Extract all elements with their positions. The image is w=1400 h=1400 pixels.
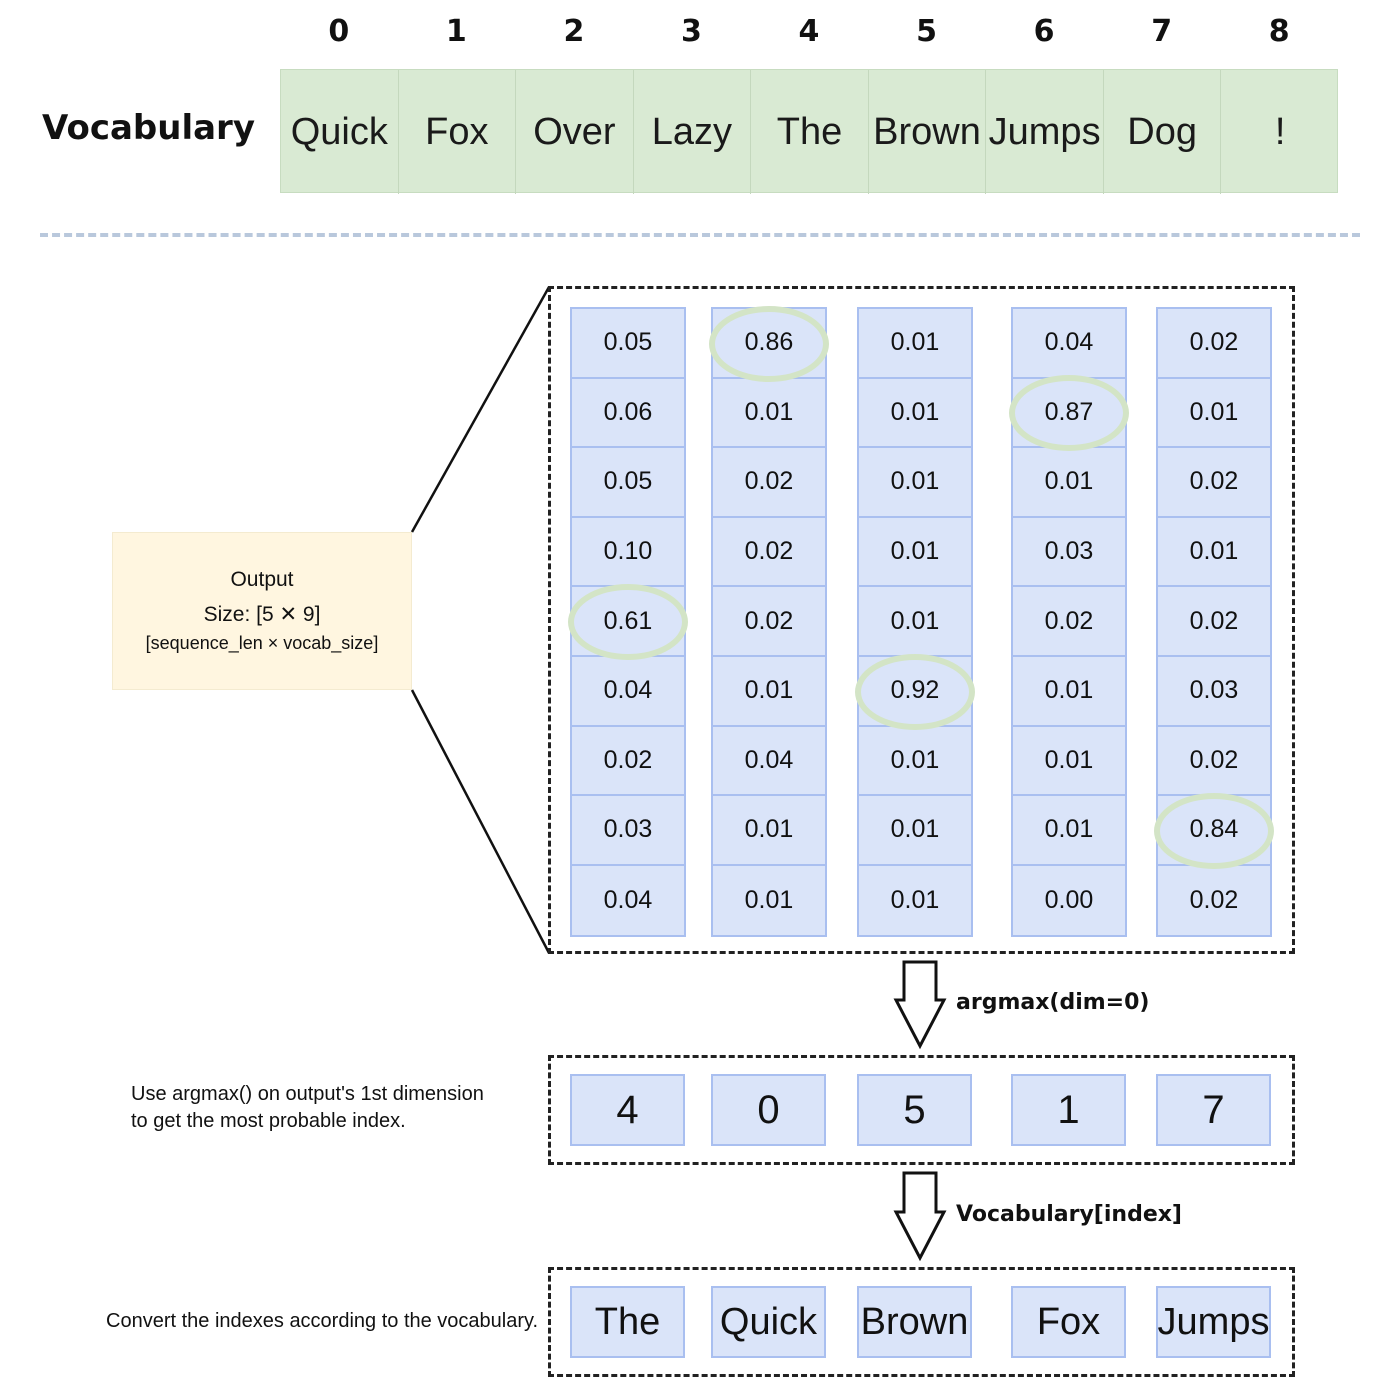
output-box: Output Size: [5 ✕ 9] [sequence_len × voc… bbox=[112, 532, 412, 690]
argmax-index-box: 5 bbox=[857, 1074, 972, 1146]
lookup-result-container bbox=[548, 1267, 1295, 1377]
vocabulary-word: Fox bbox=[399, 70, 517, 194]
probability-matrix-container bbox=[548, 286, 1295, 954]
vocabulary-index: 1 bbox=[445, 14, 467, 49]
matrix-cell: 0.01 bbox=[1013, 796, 1125, 866]
argmax-note: Use argmax() on output's 1st dimension t… bbox=[131, 1081, 484, 1135]
vocabulary-index: 8 bbox=[1268, 14, 1290, 49]
vocabulary-word: Jumps bbox=[986, 70, 1104, 194]
vocabulary-index: 5 bbox=[916, 14, 937, 49]
vocabulary-word: Quick bbox=[281, 70, 399, 194]
matrix-cell: 0.01 bbox=[890, 886, 940, 915]
matrix-cell: 0.02 bbox=[1189, 886, 1239, 915]
matrix-cell: 0.86 bbox=[713, 309, 825, 379]
matrix-cell: 0.01 bbox=[1013, 727, 1125, 797]
matrix-cell: 0.04 bbox=[603, 886, 653, 915]
matrix-cell: 0.01 bbox=[859, 448, 971, 518]
matrix-cell: 0.61 bbox=[572, 587, 684, 657]
matrix-cell: 0.04 bbox=[713, 727, 825, 797]
vocabulary-index: 2 bbox=[563, 14, 585, 49]
matrix-cell: 0.01 bbox=[859, 796, 971, 866]
argmax-index-box: 7 bbox=[1156, 1074, 1271, 1146]
matrix-cell: 0.05 bbox=[572, 309, 684, 379]
matrix-cell: 0.05 bbox=[572, 448, 684, 518]
output-title: Output bbox=[230, 568, 294, 591]
output-shape: [sequence_len × vocab_size] bbox=[145, 633, 379, 653]
argmax-note-line1: Use argmax() on output's 1st dimension bbox=[131, 1083, 484, 1105]
matrix-cell: 0.03 bbox=[1158, 657, 1270, 727]
matrix-cell: 0.02 bbox=[1158, 309, 1270, 379]
matrix-cell: 0.01 bbox=[1158, 379, 1270, 449]
argmax-index-box: 1 bbox=[1011, 1074, 1126, 1146]
predicted-word-box: Quick bbox=[711, 1286, 826, 1358]
vocabulary-word: Lazy bbox=[634, 70, 752, 194]
matrix-cell: 0.01 bbox=[1158, 518, 1270, 588]
output-size: Size: [5 ✕ 9] bbox=[203, 603, 321, 626]
vocabulary-word: The bbox=[751, 70, 869, 194]
matrix-cell: 0.02 bbox=[1013, 587, 1125, 657]
matrix-cell: 0.02 bbox=[1158, 448, 1270, 518]
matrix-cell: 0.92 bbox=[859, 657, 971, 727]
matrix-cell: 0.01 bbox=[859, 518, 971, 588]
predicted-word-box: Brown bbox=[857, 1286, 972, 1358]
matrix-cell: 0.06 bbox=[572, 379, 684, 449]
vocabulary-word: Over bbox=[516, 70, 634, 194]
matrix-cell: 0.87 bbox=[1013, 379, 1125, 449]
matrix-cell: 0.01 bbox=[744, 886, 794, 915]
vocabulary-index: 3 bbox=[680, 14, 702, 49]
argmax-label: argmax(dim=0) bbox=[956, 990, 1150, 1015]
matrix-cell: 0.01 bbox=[713, 379, 825, 449]
matrix-cell: 0.84 bbox=[1158, 796, 1270, 866]
matrix-cell: 0.01 bbox=[1013, 657, 1125, 727]
matrix-cell: 0.10 bbox=[572, 518, 684, 588]
matrix-cell: 0.02 bbox=[1158, 727, 1270, 797]
vocabulary-word: Dog bbox=[1104, 70, 1222, 194]
lookup-note: Convert the indexes according to the voc… bbox=[106, 1310, 539, 1332]
section-separator bbox=[40, 233, 1360, 237]
matrix-cell: 0.01 bbox=[859, 309, 971, 379]
matrix-cell: 0.00 bbox=[1044, 886, 1094, 915]
matrix-cell: 0.02 bbox=[713, 448, 825, 518]
matrix-cell: 0.01 bbox=[1013, 448, 1125, 518]
matrix-cell: 0.01 bbox=[713, 796, 825, 866]
argmax-index-box: 4 bbox=[570, 1074, 685, 1146]
predicted-word-box: Jumps bbox=[1156, 1286, 1271, 1358]
lookup-arrow bbox=[893, 1171, 947, 1262]
vocabulary-word: ! bbox=[1274, 110, 1286, 153]
vocabulary-index: 4 bbox=[798, 14, 820, 49]
matrix-cell: 0.01 bbox=[859, 587, 971, 657]
predicted-word-box: Fox bbox=[1011, 1286, 1126, 1358]
matrix-cell: 0.01 bbox=[859, 379, 971, 449]
argmax-result-container bbox=[548, 1055, 1295, 1165]
vocabulary-word: Brown bbox=[869, 70, 987, 194]
matrix-cell: 0.04 bbox=[1013, 309, 1125, 379]
argmax-arrow bbox=[893, 960, 947, 1050]
matrix-cell: 0.02 bbox=[713, 587, 825, 657]
matrix-cell: 0.02 bbox=[572, 727, 684, 797]
matrix-cell: 0.02 bbox=[713, 518, 825, 588]
matrix-cell: 0.02 bbox=[1158, 587, 1270, 657]
vocabulary-title: Vocabulary bbox=[42, 108, 255, 148]
vocabulary-index: 0 bbox=[328, 14, 350, 49]
predicted-word-box: The bbox=[570, 1286, 685, 1358]
vocabulary-index: 6 bbox=[1033, 14, 1055, 49]
matrix-cell: 0.01 bbox=[859, 727, 971, 797]
matrix-cell: 0.03 bbox=[1013, 518, 1125, 588]
lookup-label: Vocabulary[index] bbox=[956, 1202, 1182, 1227]
matrix-cell: 0.04 bbox=[572, 657, 684, 727]
vocabulary-index: 7 bbox=[1151, 14, 1173, 49]
argmax-note-line2: to get the most probable index. bbox=[131, 1110, 406, 1132]
matrix-cell: 0.01 bbox=[713, 657, 825, 727]
argmax-index-box: 0 bbox=[711, 1074, 826, 1146]
matrix-cell: 0.03 bbox=[572, 796, 684, 866]
